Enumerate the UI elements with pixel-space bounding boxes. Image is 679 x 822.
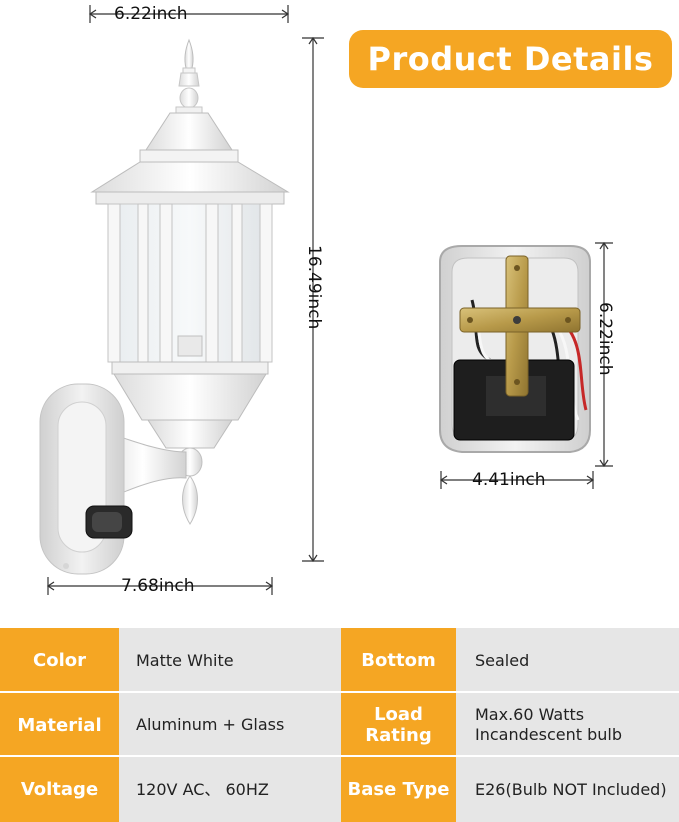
table-row: Color Matte White Bottom Sealed bbox=[0, 628, 679, 693]
plate-height-label: 6.22inch bbox=[595, 302, 615, 376]
mounting-plate-image bbox=[439, 245, 591, 453]
lamp-depth-dimension bbox=[46, 577, 274, 595]
spec-value-load-rating: Max.60 Watts Incandescent bulb bbox=[456, 693, 679, 757]
spec-value-material: Aluminum + Glass bbox=[119, 693, 341, 757]
spec-value-bottom: Sealed bbox=[456, 628, 679, 693]
lamp-width-dimension bbox=[88, 5, 290, 23]
spec-table: Color Matte White Bottom Sealed Material… bbox=[0, 628, 679, 822]
spec-value-voltage: 120V AC、 60HZ bbox=[119, 757, 341, 822]
plate-width-dimension bbox=[439, 471, 595, 489]
spec-value-color: Matte White bbox=[119, 628, 341, 693]
table-row: Voltage 120V AC、 60HZ Base Type E26(Bulb… bbox=[0, 757, 679, 822]
wall-lantern-image bbox=[39, 38, 290, 575]
table-row: Material Aluminum + Glass Load Rating Ma… bbox=[0, 693, 679, 757]
spec-value-base-type: E26(Bulb NOT Included) bbox=[456, 757, 679, 822]
product-illustration-area bbox=[39, 5, 613, 595]
spec-label-voltage: Voltage bbox=[0, 757, 119, 822]
spec-label-material: Material bbox=[0, 693, 119, 757]
plate-height-dimension bbox=[595, 241, 613, 468]
product-details-title: Product Details bbox=[349, 30, 672, 88]
spec-label-color: Color bbox=[0, 628, 119, 693]
lamp-height-dimension bbox=[302, 36, 324, 563]
spec-label-base-type: Base Type bbox=[341, 757, 456, 822]
lamp-depth-label: 7.68inch bbox=[121, 576, 195, 596]
lamp-width-label: 6.22inch bbox=[114, 4, 188, 24]
spec-label-load-rating: Load Rating bbox=[341, 693, 456, 757]
lamp-height-label: 16.49inch bbox=[304, 245, 324, 330]
spec-label-bottom: Bottom bbox=[341, 628, 456, 693]
plate-width-label: 4.41inch bbox=[472, 470, 546, 490]
